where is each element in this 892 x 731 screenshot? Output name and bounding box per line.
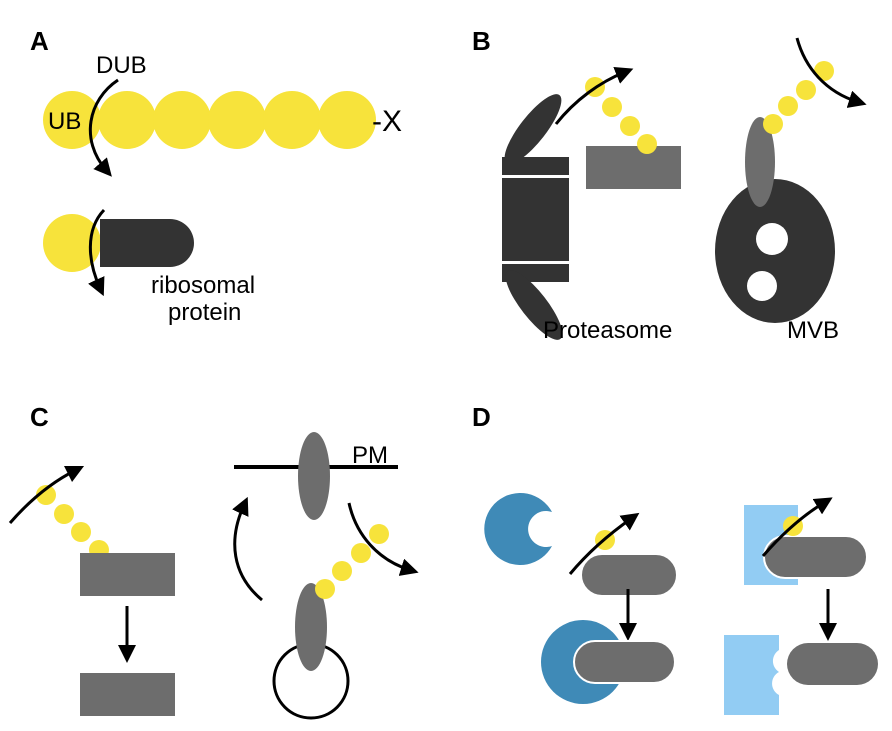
- proteasome-base-cap: [505, 270, 563, 340]
- ribosomal-label-line1: ribosomal: [151, 272, 255, 299]
- ubiquitin-unit: [351, 543, 371, 563]
- released-substrate: [787, 643, 878, 685]
- panel-d: D: [472, 402, 878, 715]
- panel-b: B Proteasome MVB: [472, 26, 867, 344]
- panel-a-letter: A: [30, 26, 49, 56]
- ubiquitin-unit: [637, 134, 657, 154]
- dub-cleavage-arrow: [88, 78, 119, 177]
- ubiquitin-unit: [36, 485, 56, 505]
- deubiquitination-arrow: [568, 512, 640, 575]
- ubiquitin-unit: [796, 80, 816, 100]
- proteasome-lid: [504, 94, 562, 164]
- deubiquitination-arrow: [761, 497, 833, 557]
- ubiquitin-unit: [369, 524, 389, 544]
- panel-a: A UB -X DUB ribosomal protein: [30, 26, 402, 326]
- deubiquitination-arrow: [347, 502, 419, 576]
- proteasome: [502, 94, 569, 340]
- substrate-protein: [580, 553, 678, 597]
- deubiquitination-arrow: [8, 465, 85, 524]
- ubiquitin-unit: [54, 504, 74, 524]
- membrane-protein: [745, 117, 775, 207]
- x-label: -X: [372, 105, 402, 138]
- polyubiquitin-chain: [43, 91, 376, 149]
- light-blue-partner-released: [724, 635, 779, 715]
- mvb-label: MVB: [787, 317, 839, 344]
- ribosomal-protein-shape: [100, 219, 194, 267]
- ub-label: UB: [48, 108, 81, 135]
- ubiquitin-unit: [263, 91, 321, 149]
- pm-label: PM: [352, 442, 388, 469]
- proteasome-core: [502, 178, 569, 261]
- ubiquitin-unit: [153, 91, 211, 149]
- ubiquitin-unit: [318, 91, 376, 149]
- recycling-arrow: [232, 496, 263, 602]
- panel-c-letter: C: [30, 402, 49, 432]
- mvb-vesicle: [756, 223, 788, 255]
- ubiquitin-unit: [98, 91, 156, 149]
- stabilized-protein: [80, 673, 175, 716]
- proteasome-label: Proteasome: [543, 317, 672, 344]
- ubiquitin-unit: [332, 561, 352, 581]
- ubiquitin-unit: [763, 114, 783, 134]
- ubiquitin-unit: [315, 579, 335, 599]
- membrane-protein: [298, 432, 330, 520]
- deubiquitination-arrow: [795, 37, 867, 108]
- ubiquitin-unit: [208, 91, 266, 149]
- dub-label: DUB: [96, 52, 147, 79]
- mvb: [715, 117, 835, 323]
- ubiquitin-unit: [602, 97, 622, 117]
- binding-partner-open: [484, 493, 552, 565]
- substrate-protein: [80, 553, 175, 596]
- panel-c: C PM: [8, 402, 419, 720]
- proteasome-ring: [502, 157, 569, 175]
- ubiquitin-unit: [43, 214, 101, 272]
- bound-substrate: [573, 640, 676, 684]
- ubiquitin-unit: [43, 91, 101, 149]
- substrate-protein: [763, 535, 868, 579]
- ubiquitin-unit: [778, 96, 798, 116]
- ubiquitin-unit: [620, 116, 640, 136]
- substrate-protein: [586, 146, 681, 189]
- endocytosed-protein: [295, 583, 327, 671]
- ubiquitin-unit: [71, 522, 91, 542]
- dub-cleavage-arrow-2: [88, 208, 106, 297]
- mvb-vesicle: [747, 271, 777, 301]
- deubiquitination-arrow: [554, 66, 634, 125]
- panel-b-letter: B: [472, 26, 491, 56]
- panel-d-letter: D: [472, 402, 491, 432]
- ribosomal-label-line2: protein: [168, 299, 241, 326]
